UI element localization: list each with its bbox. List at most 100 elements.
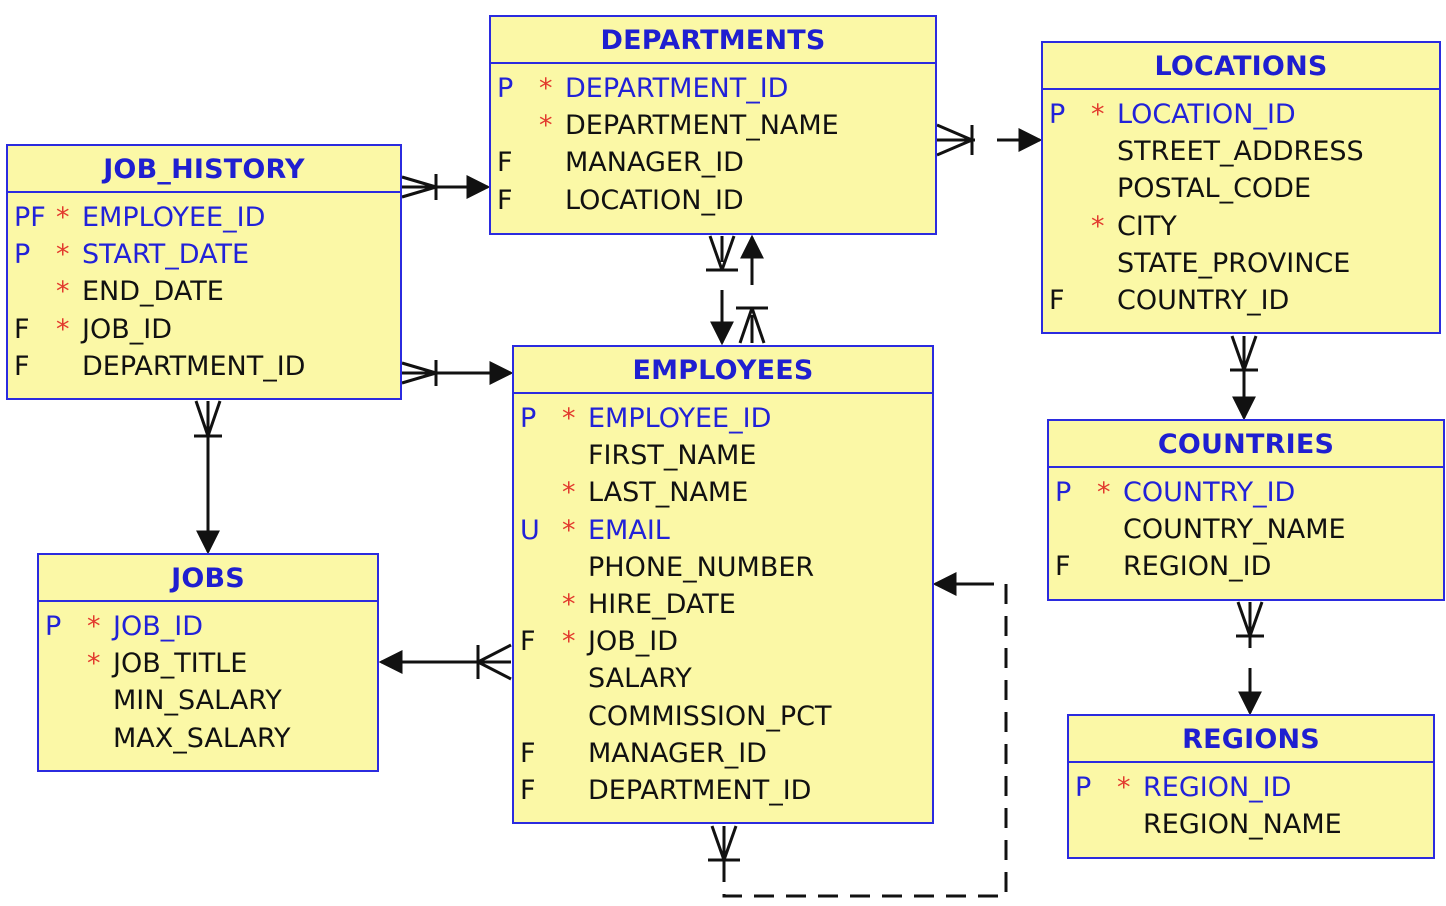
entity-title: EMPLOYEES — [514, 347, 932, 394]
rel-jobhistory-departments — [401, 174, 491, 200]
column-name: LOCATION_ID — [565, 184, 744, 216]
entity-title: DEPARTMENTS — [491, 17, 935, 64]
column-row[interactable]: SALARY — [514, 660, 932, 697]
column-row[interactable]: PF * EMPLOYEE_ID — [8, 199, 400, 236]
key-flag: PF — [14, 202, 46, 233]
column-row[interactable]: REGION_NAME — [1069, 806, 1433, 843]
column-name: POSTAL_CODE — [1117, 173, 1312, 205]
column-row[interactable]: STATE_PROVINCE — [1043, 245, 1439, 282]
key-flag: P — [520, 403, 537, 434]
column-row[interactable]: COUNTRY_NAME — [1049, 511, 1443, 548]
entity-title: REGIONS — [1069, 716, 1433, 763]
column-row[interactable]: STREET_ADDRESS — [1043, 133, 1439, 170]
required-flag: * — [1117, 772, 1131, 803]
column-list: P * REGION_ID REGION_NAME — [1069, 763, 1433, 843]
column-row[interactable]: F*JOB_ID — [514, 623, 932, 660]
column-row[interactable]: COMMISSION_PCT — [514, 698, 932, 735]
column-row[interactable]: FIRST_NAME — [514, 437, 932, 474]
column-name: REGION_NAME — [1143, 809, 1342, 841]
required-flag: * — [56, 276, 70, 308]
column-row[interactable]: PHONE_NUMBER — [514, 549, 932, 586]
rel-departments-locations — [936, 123, 1043, 157]
key-flag: F — [520, 774, 536, 806]
rel-locations-countries — [1230, 335, 1258, 421]
rel-jobhistory-employees — [401, 360, 514, 386]
column-name: COUNTRY_NAME — [1123, 514, 1346, 546]
column-row[interactable]: P*DEPARTMENT_ID — [491, 70, 935, 107]
column-row[interactable]: *HIRE_DATE — [514, 586, 932, 623]
required-flag: * — [562, 514, 576, 546]
column-row[interactable]: *DEPARTMENT_NAME — [491, 107, 935, 144]
column-name: MIN_SALARY — [113, 685, 282, 717]
column-row[interactable]: P*COUNTRY_ID — [1049, 474, 1443, 511]
required-flag: * — [1091, 99, 1105, 130]
column-row[interactable]: * END_DATE — [8, 273, 400, 310]
entity-title: LOCATIONS — [1043, 43, 1439, 90]
column-row[interactable]: MIN_SALARY — [39, 682, 377, 719]
column-row[interactable]: * LAST_NAME — [514, 474, 932, 511]
column-row[interactable]: MAX_SALARY — [39, 720, 377, 757]
rel-countries-regions — [1236, 601, 1264, 716]
column-row[interactable]: P*JOB_ID — [39, 608, 377, 645]
column-name: REGION_ID — [1123, 551, 1272, 583]
column-name: HIRE_DATE — [588, 588, 736, 620]
key-flag: F — [1049, 284, 1065, 316]
column-row[interactable]: P*LOCATION_ID — [1043, 96, 1439, 133]
column-name: JOB_ID — [588, 626, 678, 658]
column-name: STATE_PROVINCE — [1117, 247, 1351, 279]
key-flag: F — [14, 313, 30, 345]
entity-title: COUNTRIES — [1049, 421, 1443, 468]
key-flag: F — [1055, 551, 1071, 583]
rel-employees-departments-up — [736, 234, 768, 344]
column-name: PHONE_NUMBER — [588, 551, 815, 583]
column-name: LOCATION_ID — [1117, 99, 1296, 130]
entity-title: JOB_HISTORY — [8, 146, 400, 193]
rel-employees-manager-self — [708, 572, 1008, 898]
column-name: EMAIL — [588, 514, 670, 546]
column-row[interactable]: P * REGION_ID — [1069, 769, 1433, 806]
column-name: END_DATE — [82, 276, 224, 308]
rel-employees-jobs — [378, 643, 512, 681]
column-name: EMPLOYEE_ID — [82, 202, 266, 233]
required-flag: * — [539, 73, 553, 104]
column-name: LAST_NAME — [588, 477, 749, 509]
key-flag: P — [1055, 477, 1072, 508]
key-flag: F — [497, 147, 513, 179]
required-flag: * — [539, 110, 553, 142]
key-flag: P — [45, 611, 62, 642]
column-row[interactable]: P*EMPLOYEE_ID — [514, 400, 932, 437]
key-flag: P — [1075, 772, 1092, 803]
required-flag: * — [1097, 477, 1111, 508]
column-row[interactable]: *CITY — [1043, 208, 1439, 245]
column-row[interactable]: P*START_DATE — [8, 236, 400, 273]
column-row[interactable]: F REGION_ID — [1049, 548, 1443, 585]
column-row[interactable]: *JOB_TITLE — [39, 645, 377, 682]
required-flag: * — [562, 477, 576, 509]
column-row[interactable]: F*JOB_ID — [8, 311, 400, 348]
column-name: START_DATE — [82, 239, 250, 271]
column-name: EMPLOYEE_ID — [588, 403, 772, 434]
column-name: REGION_ID — [1143, 772, 1292, 803]
required-flag: * — [87, 611, 101, 642]
entity-regions[interactable]: REGIONS P * REGION_ID REGION_NAME — [1067, 714, 1435, 859]
column-row[interactable]: U*EMAIL — [514, 512, 932, 549]
column-row[interactable]: POSTAL_CODE — [1043, 170, 1439, 207]
required-flag: * — [56, 202, 70, 233]
